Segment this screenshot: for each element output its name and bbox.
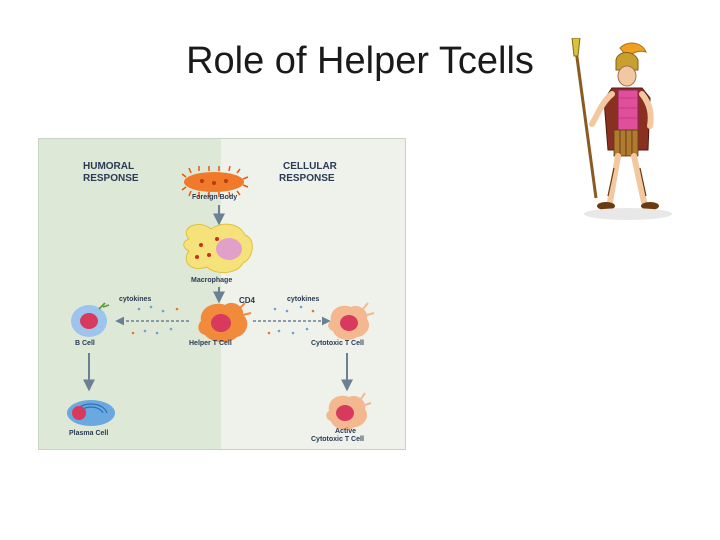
macrophage-icon bbox=[184, 224, 253, 272]
humoral-header-line2: RESPONSE bbox=[83, 173, 139, 184]
cellular-panel bbox=[221, 139, 406, 450]
active-cytotoxic-label-line1: Active bbox=[335, 428, 356, 435]
cytokines-right-label: cytokines bbox=[287, 296, 319, 303]
diagram-canvas: HUMORAL RESPONSE CELLULAR RESPONSE Forei… bbox=[39, 139, 406, 450]
foreign-body-label: Foreign Body bbox=[192, 194, 237, 201]
cytotoxic-t-label: Cytotoxic T Cell bbox=[311, 340, 364, 347]
plasma-cell-icon bbox=[67, 400, 115, 426]
roman-soldier-clipart bbox=[562, 38, 680, 228]
helper-t-label: Helper T Cell bbox=[189, 340, 232, 347]
slide-title: Role of Helper Tcells bbox=[150, 40, 570, 83]
cellular-header-line2: RESPONSE bbox=[279, 173, 335, 184]
b-cell-label: B Cell bbox=[75, 340, 95, 347]
humoral-header-line1: HUMORAL bbox=[83, 161, 134, 172]
cd4-label: CD4 bbox=[239, 296, 256, 305]
helper-t-cell-diagram: HUMORAL RESPONSE CELLULAR RESPONSE Forei… bbox=[38, 138, 406, 450]
macrophage-label: Macrophage bbox=[191, 277, 232, 284]
cellular-header-line1: CELLULAR bbox=[283, 161, 338, 172]
plasma-cell-label: Plasma Cell bbox=[69, 430, 108, 437]
active-cytotoxic-label-line2: Cytotoxic T Cell bbox=[311, 436, 364, 443]
cytokines-left-label: cytokines bbox=[119, 296, 151, 303]
